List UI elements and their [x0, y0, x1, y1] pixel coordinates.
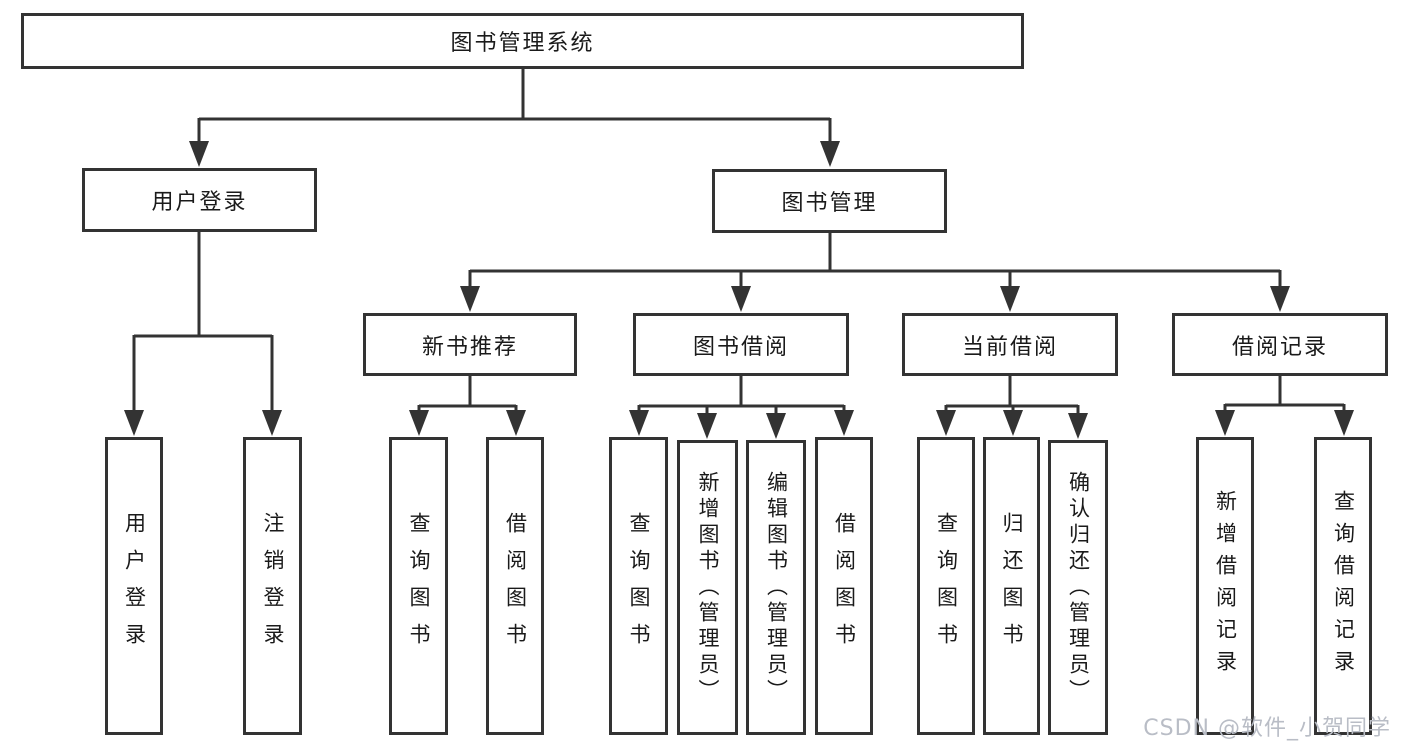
root-node-label: 图书管理系统: [450, 31, 595, 56]
leaf-node-query-book: 查询图书: [917, 437, 975, 735]
leaf-node-label: 新增图书（管理员）: [696, 470, 720, 705]
leaf-node-query-borrow-record: 查询借阅记录: [1314, 437, 1372, 735]
branch-node-label: 图书管理: [781, 191, 878, 216]
leaf-node-logout: 注销登录: [243, 437, 302, 735]
leaf-node-label: 查询图书: [407, 512, 431, 660]
group-node-label: 借阅记录: [1231, 334, 1328, 360]
group-node-new-book-recommend: 新书推荐: [363, 313, 577, 376]
leaf-node-label: 借阅图书: [832, 512, 857, 660]
leaf-node-label: 查询借阅记录: [1331, 490, 1356, 682]
group-node-label: 新书推荐: [421, 334, 518, 360]
leaf-node-label: 确认归还（管理员）: [1066, 470, 1091, 705]
group-node-borrow-record: 借阅记录: [1172, 313, 1388, 376]
arrowheads: [124, 141, 1354, 439]
leaf-node-borrow-book: 借阅图书: [815, 437, 873, 735]
branch-node-book-management: 图书管理: [712, 169, 947, 233]
group-node-label: 图书借阅: [692, 334, 789, 360]
branch-node-label: 用户登录: [151, 190, 248, 215]
leaf-node-edit-book-admin: 编辑图书（管理员）: [746, 440, 806, 735]
leaf-node-user-login: 用户登录: [105, 437, 163, 735]
leaf-node-label: 用户登录: [122, 512, 147, 660]
leaf-node-label: 新增借阅记录: [1213, 490, 1238, 682]
branch-node-user-login: 用户登录: [82, 168, 317, 232]
leaf-node-add-book-admin: 新增图书（管理员）: [677, 440, 738, 735]
csdn-watermark: CSDN @软件_小贺同学: [1143, 716, 1391, 741]
leaf-node-borrow-book: 借阅图书: [486, 437, 544, 735]
leaf-node-query-book: 查询图书: [389, 437, 448, 735]
leaf-node-confirm-return-admin: 确认归还（管理员）: [1048, 440, 1108, 735]
leaf-node-label: 查询图书: [934, 512, 959, 660]
leaf-node-query-book: 查询图书: [609, 437, 668, 735]
leaf-node-label: 注销登录: [261, 512, 285, 660]
leaf-node-label: 借阅图书: [503, 512, 528, 660]
group-node-current-borrow: 当前借阅: [902, 313, 1118, 376]
leaf-node-label: 归还图书: [1000, 512, 1024, 660]
group-node-label: 当前借阅: [961, 334, 1058, 360]
leaf-node-label: 编辑图书（管理员）: [764, 470, 789, 705]
leaf-node-add-borrow-record: 新增借阅记录: [1196, 437, 1254, 735]
root-node-library-system: 图书管理系统: [21, 13, 1024, 69]
leaf-node-label: 查询图书: [627, 512, 651, 660]
group-node-book-borrow: 图书借阅: [633, 313, 849, 376]
leaf-node-return-book: 归还图书: [983, 437, 1040, 735]
